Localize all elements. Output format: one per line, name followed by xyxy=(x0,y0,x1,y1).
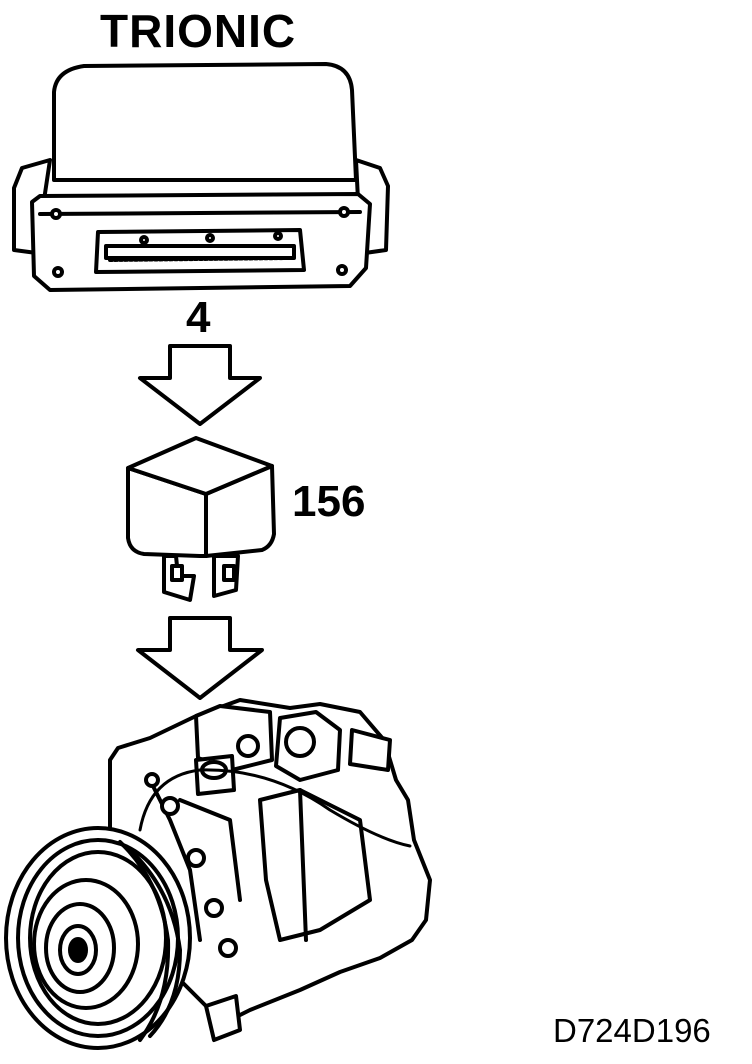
ac-compressor-icon xyxy=(4,698,432,1050)
arrow-down-1-icon xyxy=(138,344,262,426)
trionic-control-module-icon xyxy=(12,62,390,292)
figure-code-label: D724D196 xyxy=(553,1012,711,1049)
arrow-down-2-icon xyxy=(136,616,264,700)
relay-ref-label: 156 xyxy=(292,477,366,526)
title-label: TRIONIC xyxy=(100,5,297,57)
control-module-ref-label: 4 xyxy=(186,293,211,342)
relay-icon xyxy=(126,436,276,602)
